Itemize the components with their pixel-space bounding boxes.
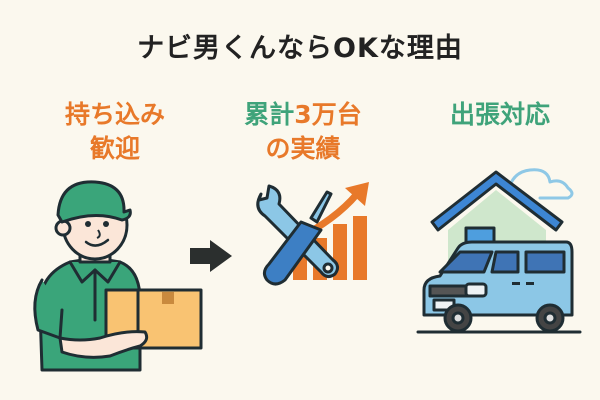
delivery-person-with-box-icon xyxy=(33,180,203,372)
right-arrow-icon xyxy=(190,240,232,272)
feature-heading-line2: の実績 xyxy=(265,134,341,163)
feature-heading-line1: 出張対応 xyxy=(449,100,550,129)
feature-heading-line2: 歓迎 xyxy=(89,134,140,163)
tools-growth-chart-icon xyxy=(256,182,369,286)
house-van-icon xyxy=(416,168,582,334)
feature-heading-onsite: 出張対応 xyxy=(410,98,590,132)
feature-heading-track-record: 累計3万台 の実績 xyxy=(228,98,378,166)
feature-heading-bring-in: 持ち込み 歓迎 xyxy=(40,98,190,166)
feature-heading-cumulative: 累計 xyxy=(244,100,295,129)
feature-heading-count: 3万台 xyxy=(294,100,362,129)
feature-heading-line1: 持ち込み xyxy=(64,100,165,129)
page-title: ナビ男くんならOKな理由 xyxy=(137,33,463,64)
